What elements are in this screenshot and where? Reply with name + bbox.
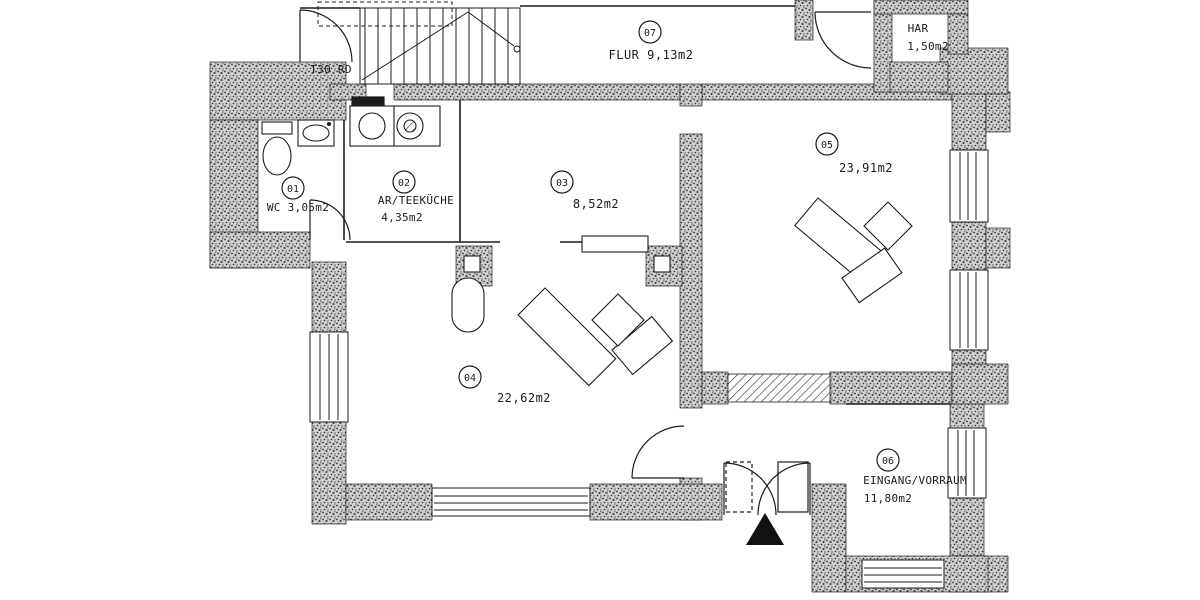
wall-segment — [679, 133, 703, 409]
desk-room03 — [581, 235, 649, 253]
threshold-hatch — [727, 373, 831, 403]
window-room06-right — [947, 427, 987, 499]
wall-segment — [949, 497, 985, 561]
wall-segment — [679, 83, 703, 107]
pillar-core — [463, 255, 671, 273]
room-03-number: 03 — [556, 178, 568, 189]
room-01-number: 01 — [287, 184, 299, 195]
stairs-dashed-outline — [317, 1, 453, 27]
room-06-number: 06 — [882, 456, 894, 467]
door-room04 — [631, 425, 685, 479]
room-07-number: 07 — [644, 28, 656, 39]
wall-segment — [329, 83, 367, 101]
window-bottom — [431, 487, 591, 517]
door-corridor-end — [814, 11, 872, 69]
partition-lines — [300, 5, 950, 405]
har-name-label: HAR — [908, 22, 929, 35]
room-01-label: WC 3,05m2 — [267, 201, 329, 214]
room-03-number-badge — [550, 170, 574, 194]
chair-room05-diamond — [863, 201, 913, 251]
door-leaf-solid — [351, 96, 385, 107]
toilet-icon — [261, 121, 293, 176]
wall-segment — [873, 0, 969, 15]
kitchenette-sink-icon — [349, 105, 441, 147]
room-02-area: 4,35m2 — [381, 211, 423, 224]
room-01-number-badge — [281, 176, 305, 200]
room-05-number-badge — [815, 132, 839, 156]
wall-pier — [985, 91, 1011, 133]
window-room06-bottom — [861, 559, 945, 589]
room-05-number: 05 — [821, 140, 833, 151]
entrance-double-door — [723, 461, 811, 516]
wall-segment — [947, 13, 969, 55]
har-area-label: 1,50m2 — [907, 40, 949, 53]
door-t30 — [299, 9, 353, 63]
wall-segment — [951, 91, 987, 151]
wall-segment — [209, 231, 311, 269]
window-right-upper — [949, 149, 989, 223]
room-labels: 01 WC 3,05m2 02 AR/TEEKÜCHE 4,35m2 03 8,… — [267, 20, 967, 505]
room-06-label: EINGANG/VORRAUM — [863, 474, 967, 487]
door-wc — [309, 199, 351, 241]
wall-segment — [311, 261, 347, 333]
room-06-area: 11,80m2 — [864, 492, 912, 505]
room-02-label: AR/TEEKÜCHE — [378, 194, 454, 207]
room-06-number-badge — [876, 448, 900, 472]
desk-group-room05 — [794, 197, 913, 304]
desk-group-room04 — [517, 287, 674, 387]
outer-walls — [209, 0, 1011, 593]
room-05-area: 23,91m2 — [839, 161, 893, 175]
wall-segment — [951, 221, 987, 271]
wall-pier — [794, 0, 814, 41]
room-04-number: 04 — [464, 373, 476, 384]
fixtures — [261, 105, 913, 387]
wall-segment — [701, 371, 729, 405]
wall-segment — [873, 0, 893, 93]
wall-segment — [345, 483, 433, 521]
staircase — [317, 1, 521, 85]
window-right-lower — [949, 269, 989, 351]
wall-segment — [209, 61, 347, 121]
door-t30-label: T30 RD — [310, 63, 352, 76]
wall-segment — [393, 83, 681, 101]
room-02-number-badge — [392, 170, 416, 194]
wall-segment — [311, 421, 347, 525]
doors — [299, 9, 872, 516]
room-07-number-badge — [638, 20, 662, 44]
wall-segment — [889, 61, 949, 93]
wall-segment — [939, 47, 1009, 95]
room-02-number: 02 — [398, 178, 410, 189]
room-04-area: 22,62m2 — [497, 391, 551, 405]
wall-pier — [951, 363, 1009, 405]
room-07-label: FLUR 9,13m2 — [609, 48, 694, 62]
wall-segment — [811, 483, 847, 593]
chair-room04-diamond — [591, 293, 645, 347]
wall-segment — [829, 371, 953, 405]
wall-segment — [949, 403, 985, 429]
entrance-arrow — [746, 513, 784, 545]
wall-pier — [985, 227, 1011, 269]
window-left — [309, 331, 349, 423]
windows — [309, 149, 989, 589]
room-03-area: 8,52m2 — [573, 197, 619, 211]
room-04-number-badge — [458, 365, 482, 389]
sink-icon — [297, 119, 335, 147]
chair-room04-pill — [451, 277, 485, 333]
wall-segment — [589, 483, 723, 521]
